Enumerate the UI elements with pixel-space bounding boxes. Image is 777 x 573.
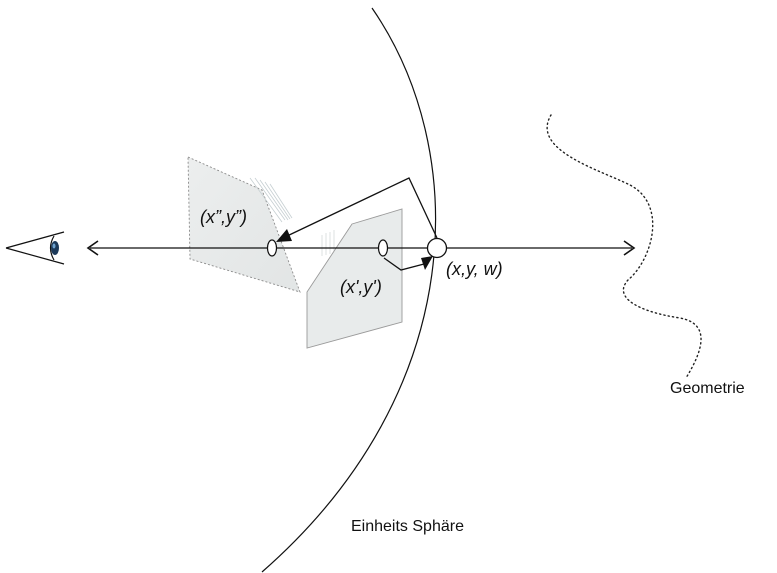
point-double-prime-marker xyxy=(266,239,278,257)
reprojection-arrow-path xyxy=(284,177,438,239)
unit-sphere-arc xyxy=(261,7,437,573)
plane-shading xyxy=(249,177,293,223)
reprojection-arrowhead xyxy=(276,229,292,242)
plane-shading-2 xyxy=(321,230,335,256)
projection-arrow-path xyxy=(383,257,425,271)
projection-plane-near xyxy=(306,208,403,349)
projection-arrowhead xyxy=(421,256,433,270)
point-homogeneous-marker xyxy=(426,237,448,259)
point-double-prime-label: (x”,y”) xyxy=(200,207,247,227)
axis-arrowhead-right xyxy=(623,240,636,256)
unit-sphere-label: Einheits Sphäre xyxy=(351,518,464,535)
point-homogeneous-label: (x,y, w) xyxy=(446,259,503,279)
eye-icon xyxy=(5,231,65,265)
point-prime-label: (x',y') xyxy=(340,277,382,297)
axis-arrowhead-left xyxy=(86,240,99,256)
geometry-curve xyxy=(546,114,702,379)
point-prime-marker xyxy=(377,239,389,257)
projection-plane-far xyxy=(187,156,301,293)
geometry-label: Geometrie xyxy=(670,380,745,397)
